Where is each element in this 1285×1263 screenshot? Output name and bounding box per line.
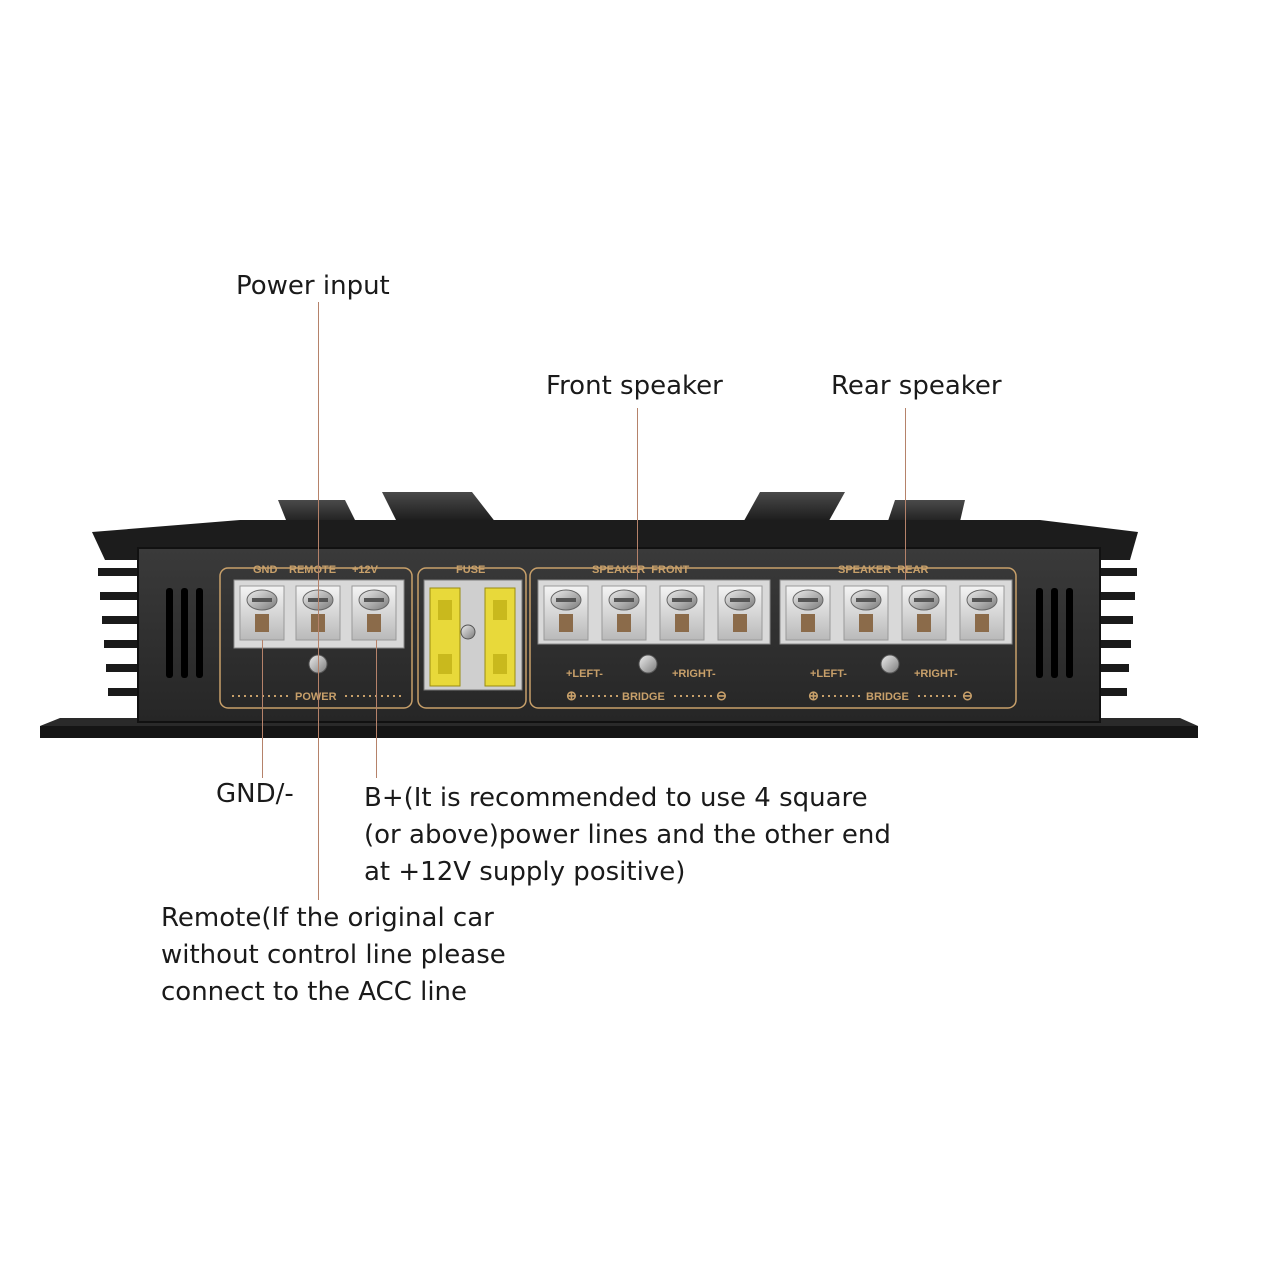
label-front-right: +RIGHT- [672, 668, 716, 680]
rear-minus-symbol: ⊖ [962, 688, 973, 703]
leader-gnd [262, 640, 263, 778]
front-terminal-screw-4 [717, 585, 763, 641]
leader-front-speaker [637, 408, 638, 580]
callout-b-plus-line-3: at +12V supply positive) [364, 857, 686, 887]
callout-gnd: GND/- [216, 779, 294, 809]
front-plus-symbol: ⊕ [566, 688, 577, 703]
label-speaker-rear: SPEAKER REAR [838, 564, 929, 576]
leader-power-input [318, 302, 319, 662]
rear-terminal-screw-1 [785, 585, 831, 641]
label-rear-right: +RIGHT- [914, 668, 958, 680]
label-speaker-front: SPEAKER FRONT [592, 564, 689, 576]
front-minus-symbol: ⊖ [716, 688, 727, 703]
rear-terminal-screw-4 [959, 585, 1005, 641]
label-rear-bridge: BRIDGE [866, 691, 909, 703]
callout-remote-line-2: without control line please [161, 940, 506, 970]
front-terminal-screw-1 [543, 585, 589, 641]
callout-b-plus-line-2: (or above)power lines and the other end [364, 820, 891, 850]
callout-power-input: Power input [236, 271, 390, 301]
callout-front-speaker: Front speaker [546, 371, 723, 401]
callout-b-plus-line-1: B+(It is recommended to use 4 square [364, 783, 868, 813]
fuse-holder [423, 579, 523, 691]
leader-remote [318, 662, 319, 900]
callout-rear-speaker: Rear speaker [831, 371, 1002, 401]
panel-group-outlines [219, 567, 1017, 709]
label-fuse: FUSE [456, 564, 485, 576]
leader-b-plus [376, 640, 377, 778]
led-screw-rear [880, 654, 900, 674]
label-rear-left: +LEFT- [810, 668, 847, 680]
power-terminal-screw-1 [239, 585, 285, 641]
callout-remote-line-1: Remote(If the original car [161, 903, 494, 933]
power-terminal-block [233, 579, 405, 649]
front-terminal-screw-2 [601, 585, 647, 641]
label-12v: +12V [352, 564, 379, 576]
power-terminal-screw-3 [351, 585, 397, 641]
front-terminal-screw-3 [659, 585, 705, 641]
label-power-footer: POWER [295, 691, 337, 703]
label-front-bridge: BRIDGE [622, 691, 665, 703]
label-remote: REMOTE [289, 564, 336, 576]
rear-terminal-screw-2 [843, 585, 889, 641]
terminal-screws [543, 585, 1005, 641]
led-screw-front [638, 654, 658, 674]
callout-remote-line-3: connect to the ACC line [161, 977, 468, 1007]
callout-remote: Remote(If the original car without contr… [161, 900, 506, 1011]
rear-terminal-screw-3 [901, 585, 947, 641]
leader-rear-speaker [905, 408, 906, 580]
label-front-left: +LEFT- [566, 668, 603, 680]
callout-b-plus: B+(It is recommended to use 4 square (or… [364, 780, 891, 891]
rear-plus-symbol: ⊕ [808, 688, 819, 703]
label-gnd: GND [253, 564, 278, 576]
